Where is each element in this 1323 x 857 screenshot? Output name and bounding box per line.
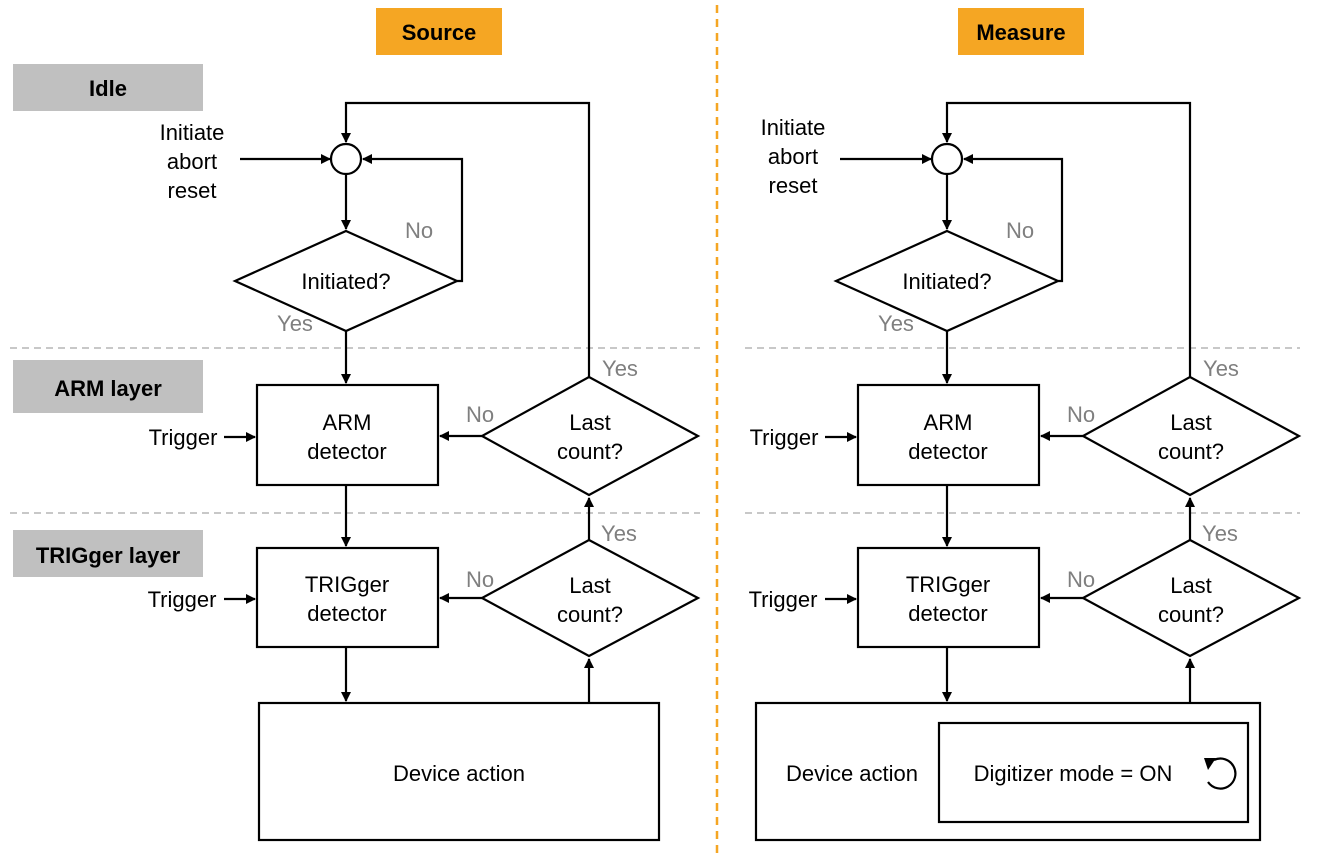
- svg-text:count?: count?: [1158, 439, 1224, 464]
- measure-header-label: Measure: [976, 20, 1065, 45]
- measure-digitizer-mode-label: Digitizer mode = ON: [974, 761, 1173, 786]
- layer-label-arm: ARM layer: [13, 360, 203, 413]
- svg-text:detector: detector: [908, 439, 988, 464]
- svg-text:detector: detector: [307, 601, 387, 626]
- source-idle-no-label: No: [405, 218, 433, 243]
- source-trig-no-label: No: [466, 567, 494, 592]
- svg-text:TRIGger layer: TRIGger layer: [36, 543, 181, 568]
- source-header-label: Source: [402, 20, 477, 45]
- source-abort-label: abort: [167, 149, 217, 174]
- source-arm-no-label: No: [466, 402, 494, 427]
- svg-text:count?: count?: [1158, 602, 1224, 627]
- svg-text:detector: detector: [908, 601, 988, 626]
- svg-text:TRIGger: TRIGger: [906, 572, 990, 597]
- svg-text:TRIGger: TRIGger: [305, 572, 389, 597]
- svg-text:count?: count?: [557, 439, 623, 464]
- measure-idle-yes-label: Yes: [878, 311, 914, 336]
- layer-label-idle: Idle: [13, 64, 203, 111]
- measure-arm-no-label: No: [1067, 402, 1095, 427]
- measure-trigger-detector: [856, 546, 1041, 649]
- measure-trig-no-label: No: [1067, 567, 1095, 592]
- svg-text:Initiated?: Initiated?: [902, 269, 991, 294]
- measure-arm-detector: [856, 383, 1041, 487]
- measure-junction: [930, 142, 964, 176]
- svg-text:ARM: ARM: [323, 410, 372, 435]
- source-trig-trigger-label: Trigger: [148, 587, 217, 612]
- measure-trig-trigger-label: Trigger: [749, 587, 818, 612]
- source-trigger-detector: [255, 546, 440, 649]
- source-reset-label: reset: [168, 178, 217, 203]
- loop-icon: [1204, 757, 1237, 790]
- svg-text:Device action: Device action: [393, 761, 525, 786]
- measure-flow: Initiate abort reset Initiated? No Yes A…: [749, 101, 1302, 842]
- svg-text:Last: Last: [569, 573, 611, 598]
- source-arm-trigger-label: Trigger: [149, 425, 218, 450]
- source-initiate-label: Initiate: [160, 120, 225, 145]
- measure-arm-lastcount-decision: [1080, 375, 1302, 497]
- source-device-action: [257, 701, 661, 842]
- measure-reset-label: reset: [769, 173, 818, 198]
- svg-text:ARM: ARM: [924, 410, 973, 435]
- measure-abort-label: abort: [768, 144, 818, 169]
- source-flow: Initiate abort reset Initiated? No Yes A…: [148, 101, 701, 842]
- svg-text:Initiated?: Initiated?: [301, 269, 390, 294]
- svg-text:detector: detector: [307, 439, 387, 464]
- source-idle-yes-label: Yes: [277, 311, 313, 336]
- layer-label-trigger: TRIGger layer: [13, 530, 203, 577]
- source-arm-yes-label: Yes: [602, 356, 638, 381]
- svg-text:Last: Last: [1170, 410, 1212, 435]
- svg-text:Last: Last: [1170, 573, 1212, 598]
- measure-digitizer-mode-box: [937, 721, 1250, 824]
- source-trig-yes-label: Yes: [601, 521, 637, 546]
- source-header: Source: [376, 8, 502, 55]
- measure-trig-yes-label: Yes: [1202, 521, 1238, 546]
- measure-arm-yes-label: Yes: [1203, 356, 1239, 381]
- measure-arm-trigger-label: Trigger: [750, 425, 819, 450]
- svg-text:Device action: Device action: [786, 761, 918, 786]
- svg-text:ARM layer: ARM layer: [54, 376, 162, 401]
- source-arm-detector: [255, 383, 440, 487]
- measure-trig-lastcount-decision: [1080, 538, 1302, 658]
- svg-text:Idle: Idle: [89, 76, 127, 101]
- svg-text:Last: Last: [569, 410, 611, 435]
- source-trig-lastcount-decision: [479, 538, 701, 658]
- measure-initiate-label: Initiate: [761, 115, 826, 140]
- source-arm-lastcount-decision: [479, 375, 701, 497]
- svg-text:count?: count?: [557, 602, 623, 627]
- source-junction: [329, 142, 363, 176]
- measure-header: Measure: [958, 8, 1084, 55]
- measure-idle-no-label: No: [1006, 218, 1034, 243]
